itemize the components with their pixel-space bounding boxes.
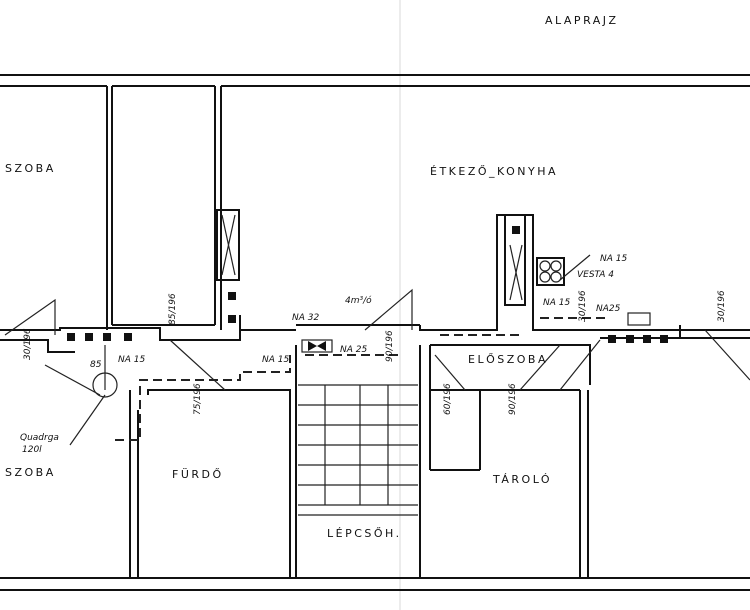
annotation-boiler-name: Quadrga [20,433,59,443]
annotation-na: NA 25 [340,345,367,355]
annotation-na: NA25 [596,304,621,314]
svg-text:30/196: 30/196 [578,290,588,322]
door-dimensions: 30/196 85/196 90/196 75/196 60/196 90/19… [23,290,727,415]
gas-pipes [115,317,610,441]
svg-text:90/196: 90/196 [508,383,518,415]
boiler-icon [69,345,118,446]
annotation-flow: 4m³/ó [345,295,372,306]
annotation-na: NA 15 [262,355,289,365]
annotation-vesta: VESTA 4 [577,270,614,280]
annotation-na: NA 15 [118,355,145,365]
vent-icons [67,226,668,343]
svg-text:75/196: 75/196 [193,383,203,415]
room-label-etkezo-konyha: ÉTKEZŐ_KONYHA [430,164,558,178]
room-label-furdo: FÜRDŐ [172,467,224,481]
svg-text:90/196: 90/196 [385,330,395,362]
room-label-szoba: SZOBA [5,466,56,479]
stove-icon [536,254,591,286]
svg-text:30/196: 30/196 [23,328,33,360]
svg-text:30/196: 30/196 [717,290,727,322]
svg-text:85/196: 85/196 [168,293,178,325]
room-label-lepcsohaz: LÉPCSŐH. [327,526,402,540]
annotation-boiler-volume: 120l [22,445,42,455]
door-swings [4,288,750,396]
room-label-eloszoba: ELŐSZOBA [468,352,548,366]
gas-meter-icon [301,339,333,353]
water-heater-icon [627,312,651,326]
annotation-boiler-size: 85 [90,360,102,370]
plan-title: ALAPRAJZ [545,14,619,27]
walls [0,74,750,591]
svg-text:60/196: 60/196 [443,383,453,415]
annotation-na: NA 15 [543,298,570,308]
room-label-tarolo: TÁROLÓ [492,473,552,486]
annotation-na: NA 15 [600,254,627,264]
room-label-szoba: SZOBA [5,162,56,175]
annotation-na: NA 32 [292,313,319,323]
